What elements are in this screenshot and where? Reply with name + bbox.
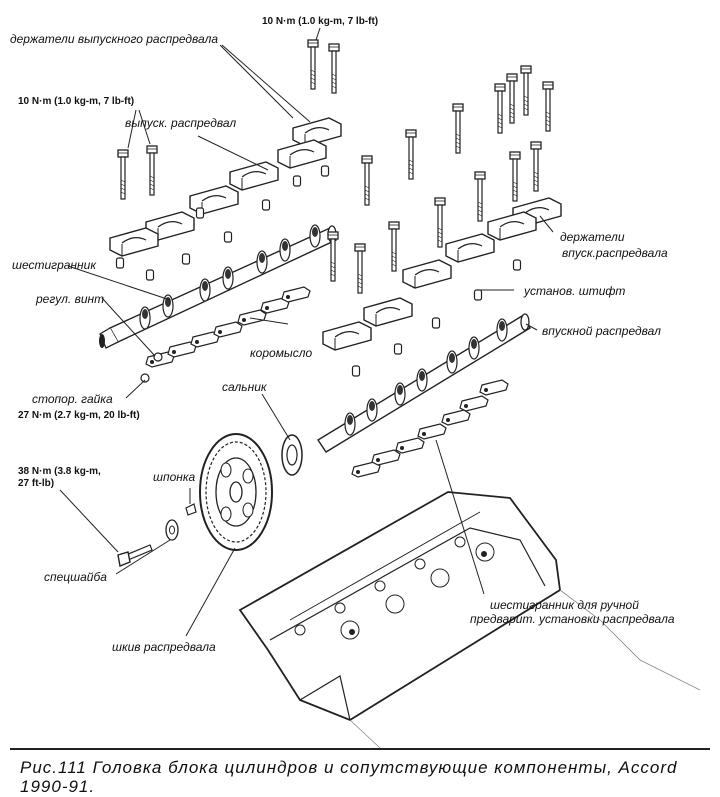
label-adjusting-screw: регул. винт bbox=[36, 292, 105, 306]
dowel-pin bbox=[320, 165, 330, 177]
figure-caption-line-1: Рис.111 Головка блока цилиндров и сопутс… bbox=[20, 758, 678, 777]
exhaust-holder-2 bbox=[277, 139, 327, 169]
intake-holder-bolts bbox=[327, 65, 554, 294]
intake-camshaft bbox=[317, 313, 531, 453]
dowel-pin bbox=[473, 289, 483, 301]
exhaust-holder-end bbox=[109, 227, 159, 257]
leader-lines bbox=[67, 44, 554, 637]
oil-seal bbox=[281, 434, 303, 476]
torque-left: 10 N·m (1.0 kg-m, 7 lb-ft) bbox=[18, 96, 135, 107]
label-rocker: коромысло bbox=[250, 346, 313, 360]
special-washer bbox=[165, 519, 179, 541]
label-exhaust-holders: держатели выпускного распредвала bbox=[10, 32, 219, 46]
torque-nut: 27 N·m (2.7 kg-m, 20 lb-ft) bbox=[18, 410, 140, 421]
dowel-pin bbox=[292, 175, 302, 187]
label-dowel: установ. штифт bbox=[524, 284, 626, 298]
torque-bolt-2: 27 ft-lb) bbox=[18, 478, 55, 489]
label-intake-holders-2: впуск.распредвала bbox=[562, 246, 668, 260]
label-washer: спецшайба bbox=[44, 570, 107, 584]
intake-rocker-arms bbox=[351, 379, 509, 478]
label-exhaust-cam: выпуск. распредвал bbox=[125, 116, 237, 130]
pulley-bolt bbox=[117, 544, 153, 567]
dowel-pin bbox=[145, 269, 155, 281]
label-intake-cam: впускной распредвал bbox=[542, 324, 661, 338]
adjusting-screw bbox=[153, 352, 163, 362]
label-seal: сальник bbox=[222, 380, 267, 394]
label-intake-holders-1: держатели bbox=[560, 230, 625, 244]
intake-holder-3 bbox=[402, 259, 452, 289]
intake-holder-2 bbox=[445, 233, 495, 263]
label-hex-manual-1: шестигранник для ручной bbox=[490, 598, 639, 612]
exhaust-holder-3 bbox=[229, 161, 279, 191]
camshaft-pulley bbox=[199, 433, 273, 551]
intake-holder-1 bbox=[487, 211, 537, 241]
dowel-pin bbox=[351, 365, 361, 377]
intake-holder-4 bbox=[363, 297, 413, 327]
woodruff-key bbox=[185, 503, 197, 516]
cylinder-head bbox=[238, 491, 701, 749]
dowel-pin bbox=[431, 317, 441, 329]
caption-divider bbox=[10, 748, 710, 750]
torque-top: 10 N·m (1.0 kg-m, 7 lb-ft) bbox=[262, 16, 379, 27]
intake-holder-5 bbox=[322, 321, 372, 351]
label-pulley: шкив распредвала bbox=[112, 640, 216, 654]
exhaust-holder-bolts-top bbox=[307, 39, 340, 94]
dowel-pin bbox=[393, 343, 403, 355]
torque-arrows bbox=[59, 27, 321, 553]
lock-nut bbox=[140, 373, 150, 383]
dowel-pin bbox=[181, 253, 191, 265]
label-lock-nut: стопор. гайка bbox=[32, 392, 113, 406]
figure-caption-line-2: 1990-91. bbox=[20, 777, 96, 796]
label-key: шпонка bbox=[153, 470, 196, 484]
label-hex: шестигранник bbox=[12, 258, 96, 272]
dowel-pin bbox=[115, 257, 125, 269]
dowel-pin bbox=[223, 231, 233, 243]
dowel-pin bbox=[195, 207, 205, 219]
torque-bolt-1: 38 N·m (3.8 kg-m, bbox=[18, 466, 101, 477]
exhaust-holder-bolts-left bbox=[117, 145, 158, 200]
dowel-pin bbox=[261, 199, 271, 211]
label-hex-manual-2: предварит. установки распредвала bbox=[470, 612, 675, 626]
dowel-pin bbox=[512, 259, 522, 271]
